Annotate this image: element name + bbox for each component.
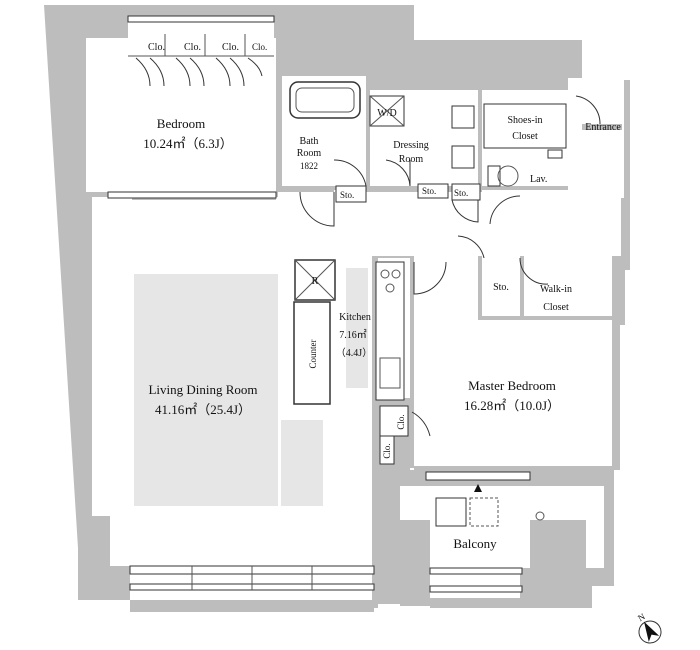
bedroom-clo-3: Clo. bbox=[222, 42, 239, 53]
balcony-arrow-icon bbox=[474, 484, 482, 492]
kitchen-jo: （4.4J） bbox=[336, 347, 372, 359]
kitchen-label: Kitchen bbox=[339, 312, 371, 323]
door-swings bbox=[135, 57, 601, 437]
toilet-icon bbox=[487, 165, 501, 187]
master-label: Master Bedroom bbox=[468, 378, 556, 393]
bedroom-clo-2: Clo. bbox=[184, 42, 201, 53]
living-label: Living Dining Room bbox=[148, 382, 257, 397]
lav-label: Lav. bbox=[530, 174, 547, 185]
living-zones bbox=[134, 268, 368, 506]
shoes-closet-box bbox=[483, 103, 567, 149]
balcony-chair bbox=[469, 497, 499, 527]
bathtub bbox=[289, 81, 361, 119]
sto-box-3 bbox=[451, 183, 481, 201]
bedroom-clo-1: Clo. bbox=[148, 42, 165, 53]
balcony-table bbox=[435, 497, 467, 527]
shoes-label-1: Shoes-in bbox=[508, 115, 543, 126]
bath-size: 1822 bbox=[300, 161, 318, 171]
shoes-label-2: Closet bbox=[512, 131, 538, 142]
living-area: 41.16㎡（25.4J） bbox=[155, 402, 251, 417]
walkin-label-1: Walk-in bbox=[540, 284, 572, 295]
master-clo-1: Clo. bbox=[396, 414, 406, 429]
bath-label-2: Room bbox=[297, 148, 322, 159]
stove-icon bbox=[380, 269, 401, 293]
wd-label: W/D bbox=[377, 108, 396, 119]
north-label: N bbox=[636, 611, 647, 623]
master-clo-2: Clo. bbox=[382, 443, 392, 458]
balcony-label: Balcony bbox=[453, 536, 497, 551]
bedroom-closet-dividers bbox=[128, 34, 274, 57]
walkin-label-2: Closet bbox=[543, 302, 569, 313]
bath-label-1: Bath bbox=[300, 136, 319, 147]
master-area: 16.28㎡（10.0J） bbox=[464, 398, 560, 413]
fridge-cross-icon bbox=[294, 259, 336, 301]
dressing-unit-top bbox=[451, 105, 475, 129]
north-arrow-icon: N bbox=[636, 611, 662, 644]
master-clo-lower bbox=[379, 435, 395, 465]
balcony-drain-icon bbox=[535, 511, 545, 521]
bedroom-label: Bedroom bbox=[157, 116, 205, 131]
entrance-label: Entrance bbox=[585, 122, 621, 133]
sto-label-2: Sto. bbox=[422, 186, 436, 196]
kitchen-area: 7.16㎡ bbox=[339, 329, 367, 341]
windows bbox=[107, 15, 531, 593]
kitchen-sink-counter bbox=[375, 261, 405, 401]
sto-box-1 bbox=[335, 185, 367, 203]
fridge-label: R bbox=[312, 276, 319, 287]
dressing-label-1: Dressing bbox=[393, 140, 429, 151]
master-clo-upper bbox=[379, 405, 409, 437]
sto-box-2 bbox=[417, 183, 449, 199]
counter-label: Counter bbox=[308, 340, 318, 369]
sink-icon bbox=[379, 357, 401, 389]
kitchen-counter-box bbox=[293, 301, 331, 405]
bedroom-clo-4: Clo. bbox=[252, 42, 267, 52]
dressing-unit-bottom bbox=[451, 145, 475, 169]
sto-label-4: Sto. bbox=[493, 282, 509, 293]
bedroom-area: 10.24㎡（6.3J） bbox=[143, 136, 233, 151]
sto-label-3: Sto. bbox=[454, 188, 468, 198]
dressing-label-2: Room bbox=[399, 154, 424, 165]
sto-label-1: Sto. bbox=[340, 190, 354, 200]
